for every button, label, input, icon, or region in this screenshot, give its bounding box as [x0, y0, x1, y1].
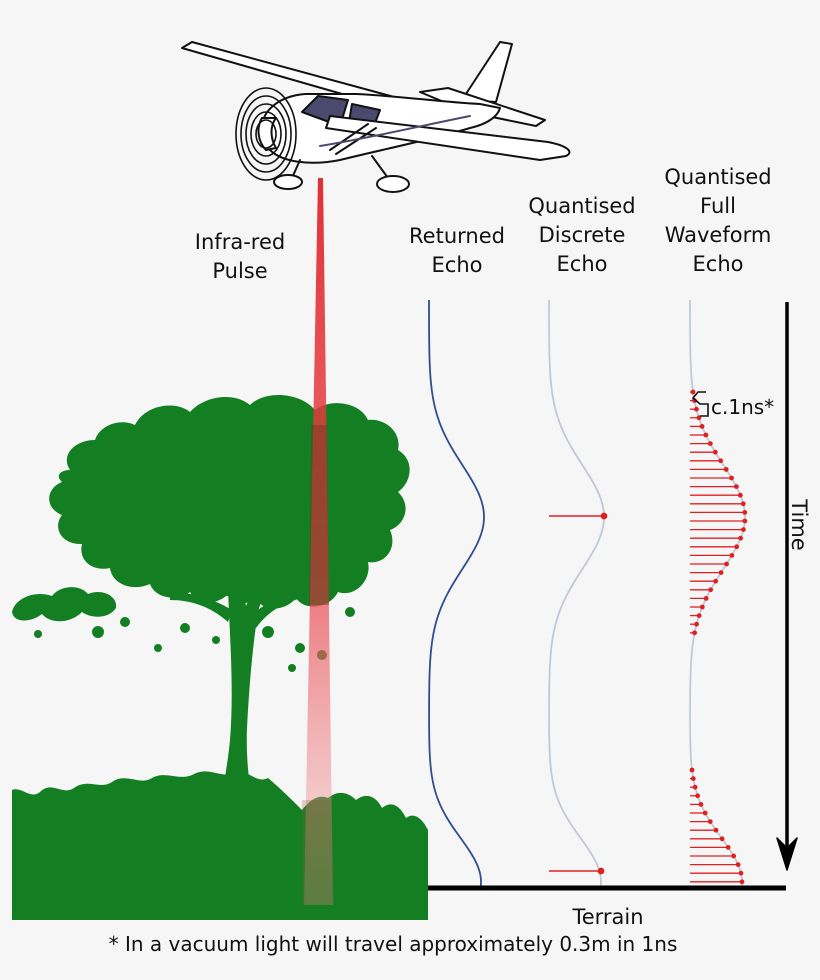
full-sample-point [692, 630, 698, 636]
full-sample-point [692, 784, 698, 790]
aircraft-strut [329, 123, 369, 151]
aircraft-wheel-front [273, 174, 303, 190]
aircraft-wheel-main [376, 175, 410, 193]
tree-branch [170, 592, 232, 622]
full-sample-point [699, 604, 705, 610]
full-sample-point [702, 810, 708, 816]
leaf-cluster [34, 630, 42, 638]
propeller-ring [245, 103, 287, 165]
propeller-ring [255, 119, 277, 149]
full-sample-point [707, 819, 713, 824]
propeller-motion-icon [235, 87, 297, 181]
full-sample-point [741, 527, 746, 532]
full-sample-point [733, 484, 739, 489]
full-sample-point [694, 621, 699, 627]
full-waveform-samples [689, 389, 748, 885]
full-sample-point [689, 767, 695, 773]
leaf-cluster [120, 617, 130, 627]
full-sample-point [738, 535, 744, 541]
time-axis-label: Time [787, 499, 811, 551]
propeller-ring [250, 111, 282, 157]
full-sample-point [718, 570, 724, 575]
leaf-cluster [288, 664, 296, 672]
full-sample-point [707, 441, 713, 446]
returned-echo-curve [428, 300, 485, 889]
terrain-label: Terrain [572, 905, 644, 929]
aircraft-stripe [319, 115, 471, 147]
discrete-echo-label: Quantised Discrete Echo [528, 194, 636, 276]
full-sample-point [735, 862, 741, 867]
leaf-cluster [154, 644, 162, 652]
full-sample-point [690, 776, 696, 781]
discrete-sample-point [600, 512, 608, 520]
full-sample-point [734, 544, 740, 550]
full-sample-point [696, 613, 702, 618]
full-sample-point [694, 406, 699, 412]
full-sample-point [690, 389, 696, 395]
full-sample-point [729, 553, 735, 558]
aircraft-tail-fin [461, 41, 513, 103]
full-sample-point [740, 501, 746, 507]
full-sample-point [713, 578, 719, 584]
full-sample-point [699, 424, 705, 429]
discrete-echo-samples [549, 512, 608, 875]
arrow-down-icon [776, 302, 798, 871]
discrete-sample-point [597, 867, 605, 875]
leaf-cluster [92, 626, 104, 638]
beam-ground-overlap [302, 800, 334, 905]
full-sample-point [739, 879, 745, 885]
full-sample-point [725, 845, 731, 850]
infrared-pulse-label: Infra-red Pulse [194, 230, 286, 283]
full-sample-point [742, 510, 748, 515]
aircraft-gear-strut [371, 155, 389, 179]
tree-silhouette-icon [12, 394, 428, 920]
full-sample-point [723, 467, 729, 472]
sample-interval-bracket [691, 391, 709, 417]
time-axis-arrowhead [776, 837, 798, 871]
full-waveform-echo-label: Quantised Full Waveform Echo [664, 165, 772, 276]
full-sample-point [703, 432, 709, 438]
propeller-ring [235, 87, 297, 181]
leaf-cluster [345, 607, 355, 617]
full-sample-point [742, 518, 748, 524]
returned-echo-label: Returned Echo [409, 224, 505, 277]
tree-trunk [222, 574, 282, 800]
tree-canopy [49, 394, 410, 609]
full-sample-point [695, 793, 701, 799]
full-sample-point [703, 596, 709, 601]
light-aircraft-icon [181, 41, 571, 193]
full-sample-point [698, 802, 704, 807]
full-sample-point [731, 853, 737, 859]
sample-interval-label: c.1ns* [711, 395, 775, 419]
full-sample-point [729, 475, 734, 481]
full-sample-point [718, 458, 724, 464]
tree-branch [248, 588, 316, 628]
infrared-pulse-beam [304, 178, 333, 905]
full-sample-point [708, 587, 714, 593]
aircraft-strut [335, 127, 377, 155]
leaf-cluster [262, 626, 274, 638]
leaf-cluster [180, 623, 190, 633]
ground-vegetation [12, 771, 428, 920]
full-waveform-echo-curve [689, 300, 746, 889]
propeller-ring [240, 95, 292, 173]
footnote: * In a vacuum light will travel approxim… [108, 932, 678, 956]
full-sample-point [719, 836, 725, 842]
full-sample-point [713, 827, 719, 833]
tree-canopy-left [12, 587, 117, 622]
leaf-cluster [295, 643, 305, 653]
full-sample-point [712, 449, 718, 455]
full-sample-point [724, 561, 729, 567]
full-sample-point [738, 870, 744, 876]
full-sample-point [737, 492, 743, 498]
leaf-cluster [212, 636, 220, 644]
beam-canopy-overlap [309, 425, 329, 605]
discrete-echo-curve [548, 300, 605, 889]
aircraft-wing-near [325, 115, 571, 161]
